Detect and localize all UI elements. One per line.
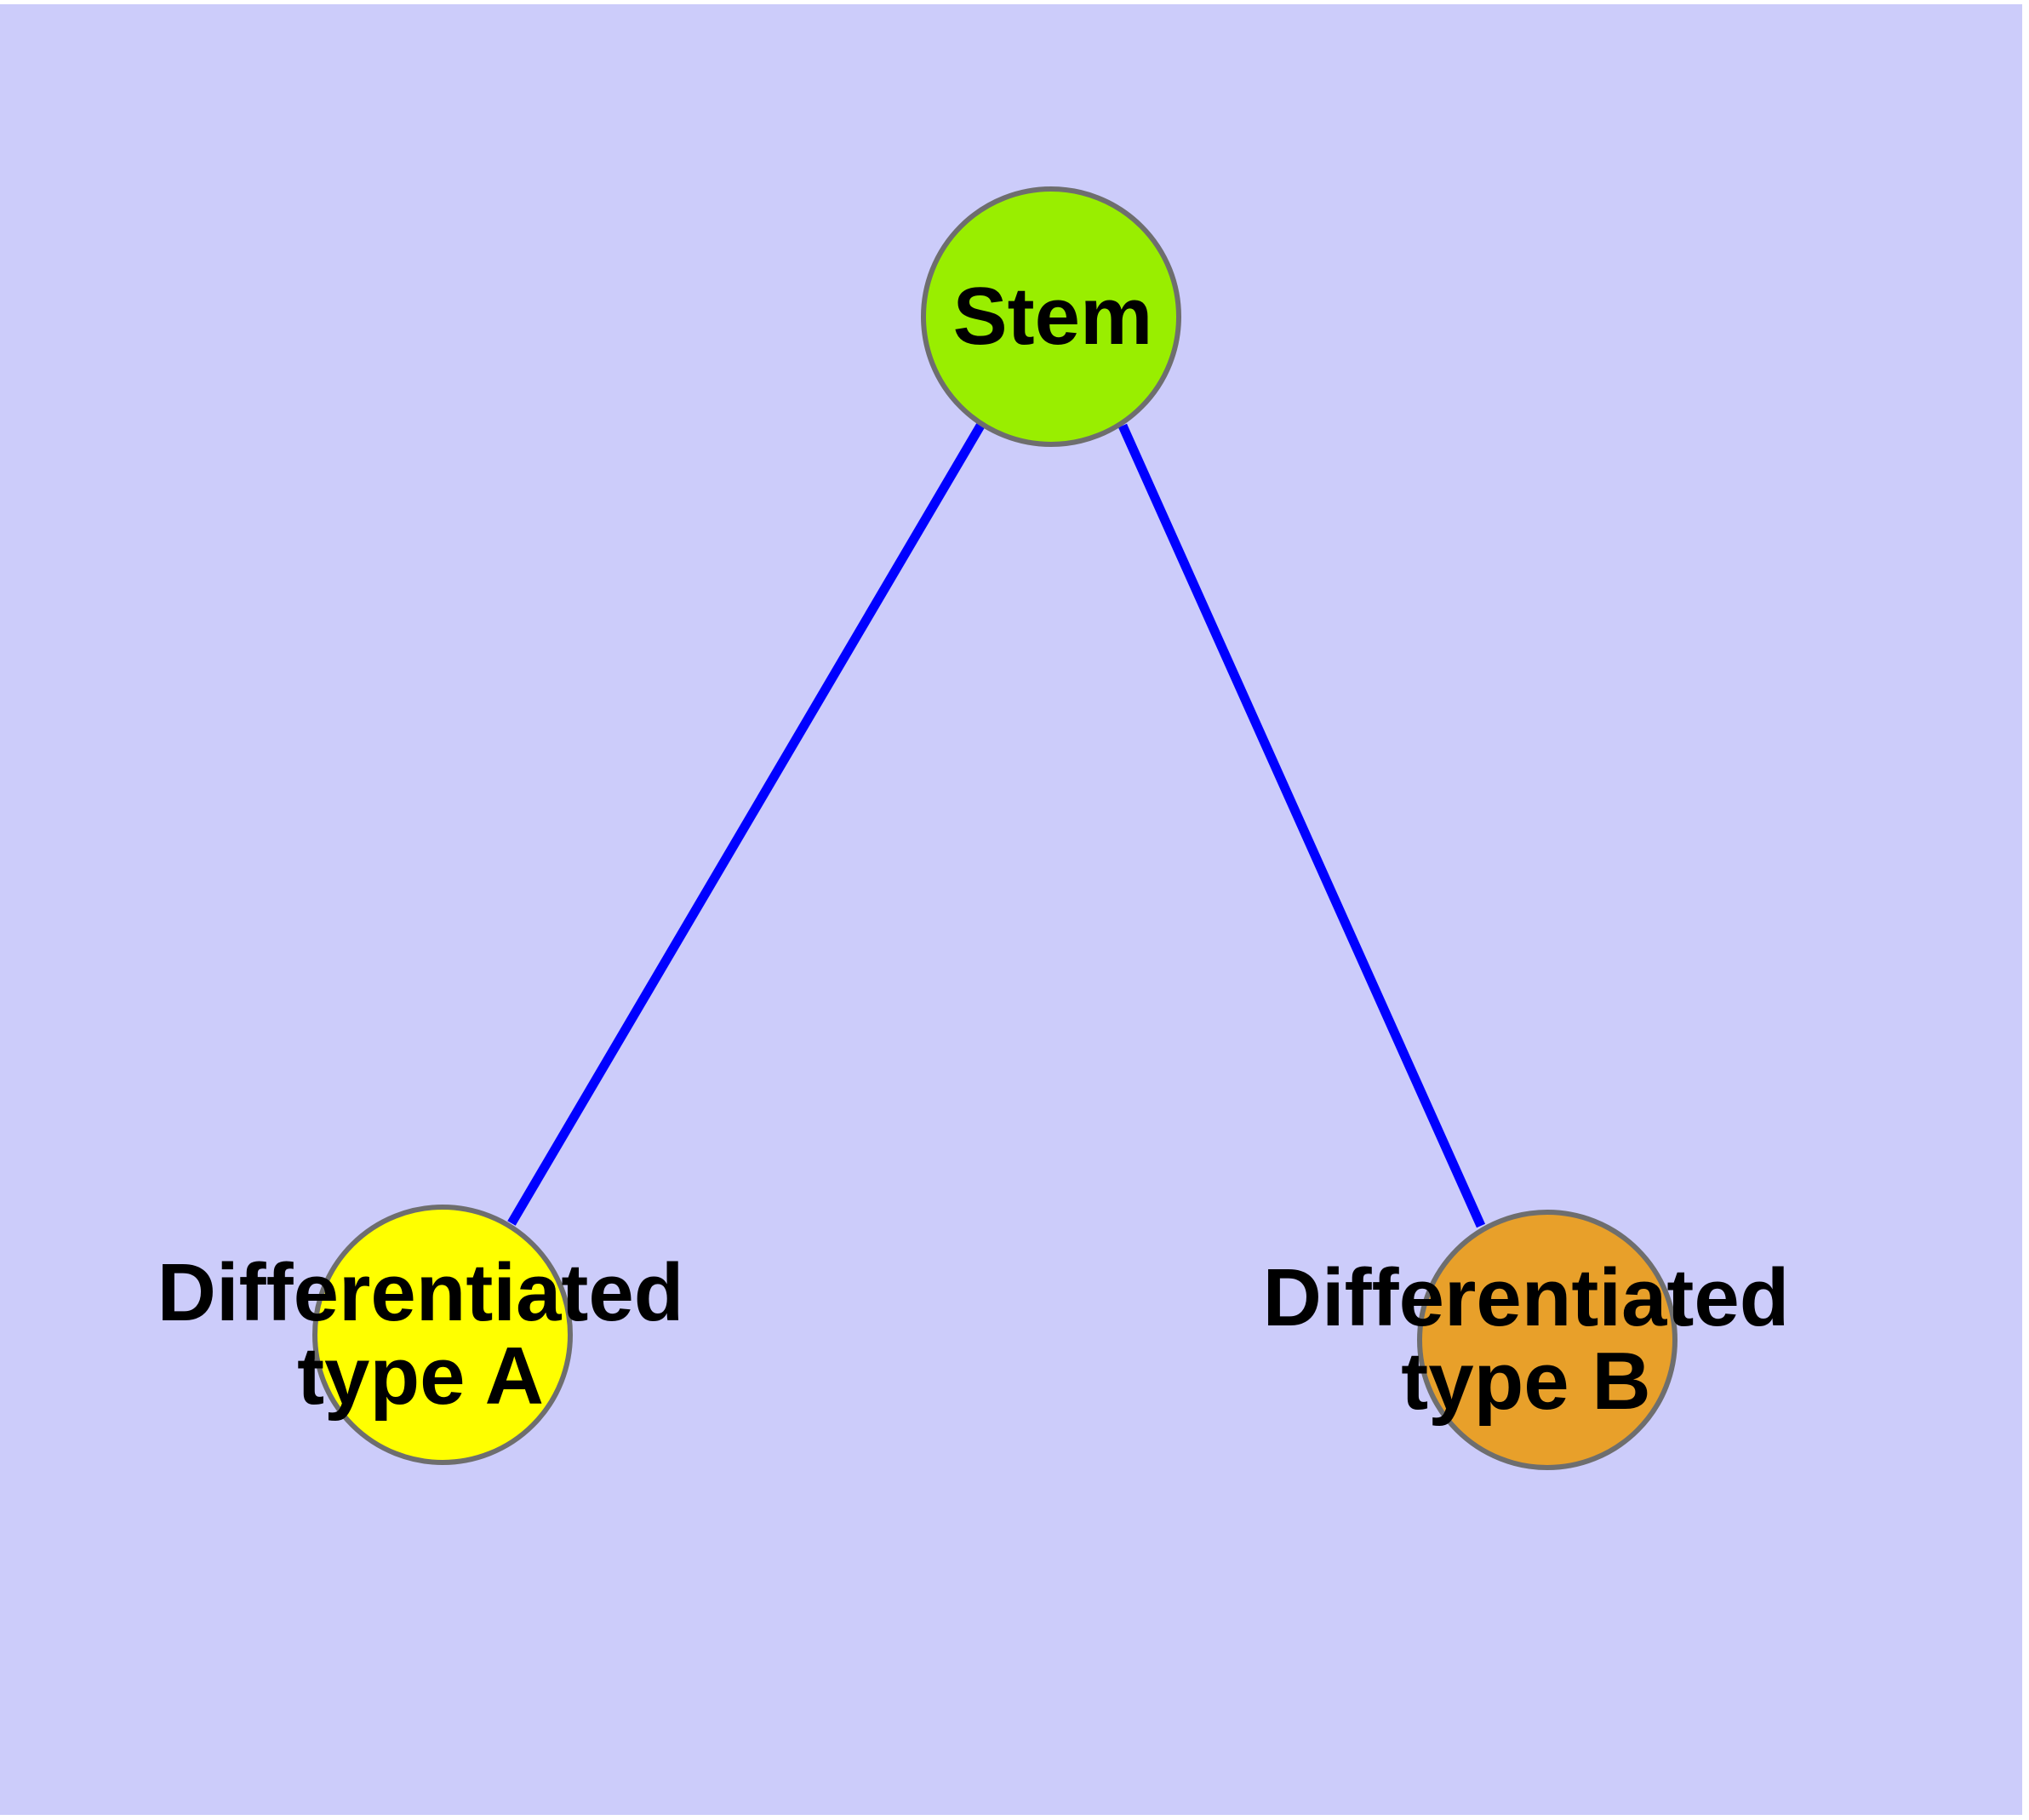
node-differentiated-type-a[interactable] bbox=[312, 1205, 573, 1465]
node-differentiated-type-b[interactable] bbox=[1417, 1210, 1677, 1470]
node-layer bbox=[312, 186, 1677, 1470]
edge-layer bbox=[507, 423, 1486, 1228]
edge-stem-to-differentiated-type-a[interactable] bbox=[507, 423, 985, 1226]
node-stem[interactable] bbox=[921, 186, 1181, 447]
edge-stem-to-differentiated-type-b[interactable] bbox=[1117, 423, 1486, 1228]
